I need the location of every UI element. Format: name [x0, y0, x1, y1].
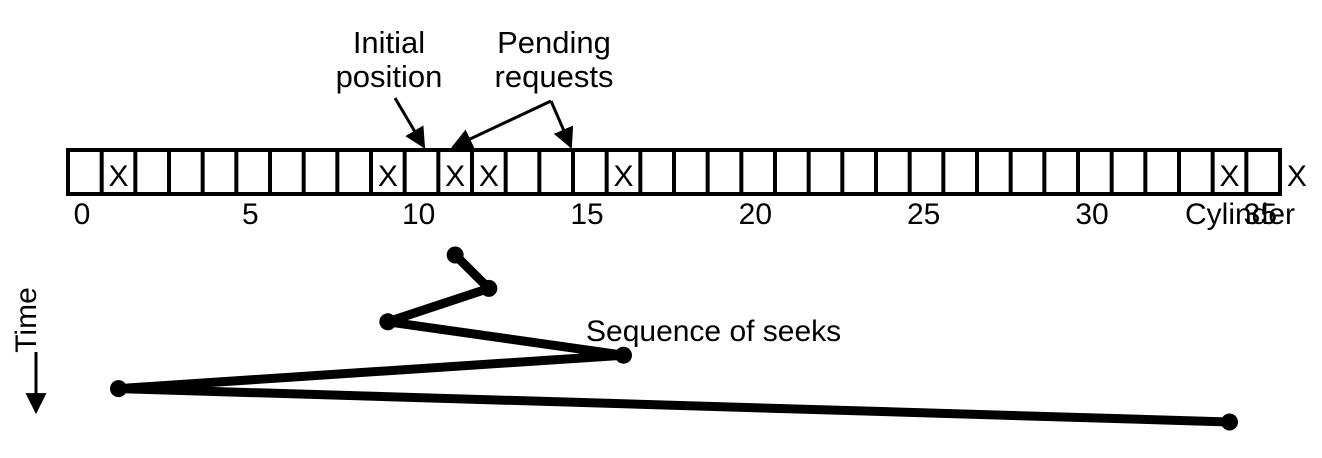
track-cell-mark: X — [445, 160, 465, 193]
seek-points — [110, 246, 1238, 431]
seek-point — [1221, 413, 1238, 431]
cylinder-tick-label: 35 — [1244, 198, 1277, 231]
initial-position-arrow — [393, 97, 426, 149]
cylinder-tick-label: 5 — [242, 198, 259, 231]
sequence-of-seeks-label: Sequence of seeks — [586, 315, 841, 348]
initial-position-label-line2: position — [336, 59, 443, 94]
time-axis: Time — [10, 287, 47, 415]
track-cell-mark: X — [108, 160, 128, 193]
cylinder-tick-label: 0 — [74, 198, 91, 231]
pending-requests-arrow-right — [549, 100, 574, 149]
track-cell-mark: X — [613, 160, 633, 193]
time-axis-label: Time — [10, 287, 43, 353]
track-cell-mark: X — [479, 160, 499, 193]
cylinder-axis-label: Cylinder — [1185, 198, 1295, 231]
cylinder-tick-label: 10 — [402, 198, 435, 231]
seek-point — [446, 246, 464, 264]
pending-requests-arrow-left — [451, 99, 552, 149]
track-cell-mark: X — [378, 160, 398, 193]
seek-point — [110, 380, 127, 398]
cylinder-tick-label: 25 — [907, 198, 940, 231]
cylinder-tick-label: 30 — [1075, 198, 1108, 231]
track-cell-mark: X — [1287, 160, 1307, 193]
cylinder-axis-ticks: 0 5 10 15 20 25 30 35 — [74, 198, 1277, 231]
seek-point — [480, 279, 498, 297]
track-cell-mark: X — [1219, 160, 1239, 193]
pending-requests-label-line1: Pending — [497, 25, 611, 60]
initial-position-label-line1: Initial — [353, 25, 425, 60]
seek-sequence-path — [110, 246, 1238, 431]
seek-point — [615, 346, 632, 364]
cylinder-tick-label: 15 — [570, 198, 603, 231]
pending-requests-label-line2: requests — [495, 59, 614, 94]
track-cell-dividers — [99, 150, 1249, 194]
seek-point — [379, 313, 397, 331]
cylinder-tick-label: 20 — [739, 198, 772, 231]
